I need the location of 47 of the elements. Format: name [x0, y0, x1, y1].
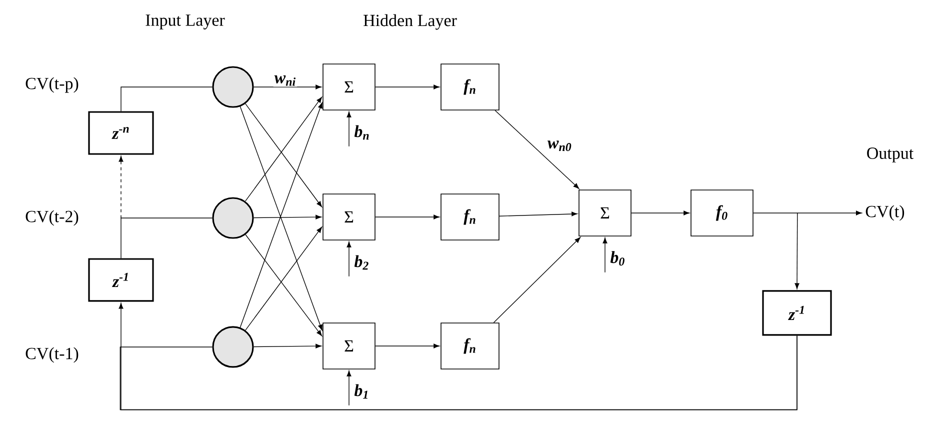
connector-line [120, 335, 798, 410]
arrow [494, 110, 580, 189]
activation-function-box: f$_{0}$ [690, 190, 754, 236]
summation-box: Σ [322, 64, 376, 110]
weight-label: w$_{ni}$ [273, 74, 298, 87]
arrow [375, 214, 440, 220]
summation-box: Σ [578, 190, 632, 236]
activation-function-box: f$_{n}$ [440, 194, 500, 240]
bias-label: b$_{n}$ [354, 125, 369, 140]
bias-arrow [602, 238, 608, 273]
connector-line [120, 86, 213, 112]
arrow [253, 214, 322, 220]
bias-arrow [346, 242, 352, 277]
input-label: CV(t-p) [26, 77, 78, 93]
arrow [631, 210, 690, 216]
delay-box: z$^{-n}$ [88, 111, 154, 155]
bias-arrow [346, 112, 352, 147]
arrow [375, 344, 440, 348]
input-neuron-circle [212, 197, 254, 239]
layer-title: Input Layer [146, 14, 225, 30]
delay-box: z$^{-1}$ [88, 258, 154, 302]
bias-arrow [346, 370, 352, 406]
arrow [375, 84, 440, 90]
delay-box: z$^{-1}$ [762, 290, 832, 336]
arrow [499, 212, 578, 216]
bias-label: b$_{2}$ [354, 255, 368, 270]
output-text: CV(t) [866, 205, 904, 221]
arrow [753, 210, 862, 216]
connector-line [120, 218, 213, 259]
input-label: CV(t-1) [26, 347, 78, 363]
layer-title: Output [867, 148, 914, 162]
layer-title: Hidden Layer [364, 14, 457, 30]
arrow [794, 212, 800, 290]
bias-label: b$_{0}$ [610, 251, 624, 266]
summation-box: Σ [322, 322, 376, 370]
arrow [118, 156, 124, 219]
bias-label: b$_{1}$ [354, 384, 368, 399]
input-neuron-circle [212, 326, 254, 368]
activation-function-box: f$_{n}$ [440, 322, 500, 370]
arrow [253, 344, 322, 348]
summation-box: Σ [322, 194, 376, 240]
activation-function-box: f$_{n}$ [440, 64, 500, 110]
arrow [253, 84, 322, 90]
input-label: CV(t-2) [26, 210, 78, 226]
arrow [493, 237, 581, 323]
weight-label: w$_{n0}$ [546, 140, 573, 152]
input-neuron-circle [212, 66, 254, 108]
